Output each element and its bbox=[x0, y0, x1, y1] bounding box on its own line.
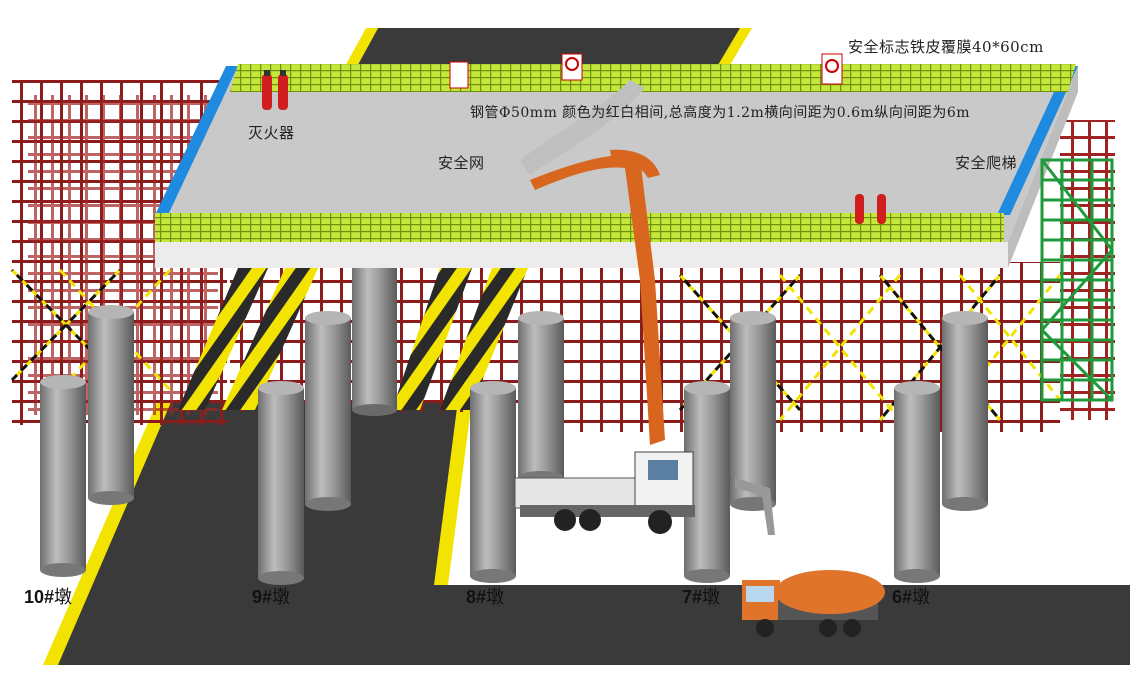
pillar-base bbox=[88, 491, 134, 505]
pier-label-9: 9#墩 bbox=[252, 587, 291, 608]
pillar-top bbox=[470, 381, 516, 395]
pier-label-10: 10#墩 bbox=[24, 587, 73, 608]
pillar-top bbox=[305, 311, 351, 325]
sign-film-label: 安全标志铁皮覆膜40*60cm bbox=[848, 38, 1044, 56]
pillar-base bbox=[258, 571, 304, 585]
pillar-top bbox=[684, 381, 730, 395]
pillar-top bbox=[942, 311, 988, 325]
pillar bbox=[258, 388, 304, 578]
road-near-edge-2 bbox=[434, 400, 472, 585]
pillar-top bbox=[258, 381, 304, 395]
fire-extinguisher-icon bbox=[262, 70, 886, 224]
pillar bbox=[518, 318, 564, 478]
pillar bbox=[40, 382, 86, 570]
pillar bbox=[894, 388, 940, 576]
mixer-truck bbox=[742, 570, 885, 637]
pillar-top bbox=[894, 381, 940, 395]
road-far-edge-right bbox=[715, 28, 752, 70]
pillar-top bbox=[518, 311, 564, 325]
pier-label-6: 6#墩 bbox=[892, 587, 931, 608]
pillar-base bbox=[942, 497, 988, 511]
pillar bbox=[942, 318, 988, 504]
road-near-edge bbox=[43, 400, 172, 665]
pier-label-7: 7#墩 bbox=[682, 587, 721, 608]
road-far-edge-left bbox=[343, 28, 378, 70]
extinguisher-label: 灭火器 bbox=[248, 124, 295, 142]
railing-note-label: 钢管Φ50mm 颜色为红白相间,总高度为1.2m横向间距为0.6m纵向间距为6m bbox=[470, 105, 971, 121]
pillar bbox=[730, 318, 776, 504]
pillar bbox=[305, 318, 351, 504]
ladder-label: 安全爬梯 bbox=[955, 154, 1018, 172]
pillar-behind bbox=[352, 268, 397, 416]
pillar-base bbox=[684, 569, 730, 583]
pump-truck bbox=[514, 80, 775, 535]
pillar-base bbox=[470, 569, 516, 583]
pillar-top bbox=[730, 311, 776, 325]
pillars bbox=[40, 305, 988, 585]
pillar-base bbox=[40, 563, 86, 577]
pillar-base bbox=[894, 569, 940, 583]
safety-net-label: 安全网 bbox=[438, 154, 485, 172]
safety-net-far bbox=[230, 64, 1076, 92]
pillar-base bbox=[305, 497, 351, 511]
pillar bbox=[88, 312, 134, 498]
pillar bbox=[470, 388, 516, 576]
safety-sign-icon bbox=[449, 53, 843, 89]
road-far bbox=[355, 28, 752, 70]
pillar-top bbox=[40, 375, 86, 389]
striped-planks bbox=[178, 268, 528, 410]
safety-net-near bbox=[155, 213, 1004, 242]
safety-ladder bbox=[1039, 158, 1114, 402]
pier-label-8: 8#墩 bbox=[466, 587, 505, 608]
pillar-top bbox=[88, 305, 134, 319]
